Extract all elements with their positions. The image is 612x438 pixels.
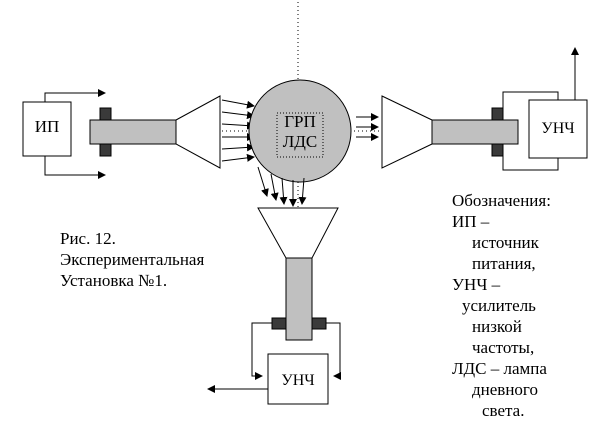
power-source-label: ИП [34,117,60,136]
bottom-amplifier-label: УНЧ [281,372,314,389]
legend-line: частоты, [472,338,535,357]
bottom-amplifier-leads [207,322,341,393]
center-label-lds: ЛДС [283,132,317,151]
legend-line: питания, [472,254,536,273]
caption-line-2: Экспериментальная [60,250,205,269]
legend-line: ЛДС – лампа [452,359,547,378]
bottom-rod [285,257,313,341]
right-clamp-bottom [491,143,504,157]
left-horn [175,95,221,169]
right-clamp-top [491,107,504,121]
center-label-grp: ГРП [284,112,316,131]
legend-line: усилитель [462,296,536,315]
figure-caption: Рис. 12. Экспериментальная Установка №1. [60,228,235,291]
power-source-leads [44,89,106,179]
legend-line: УНЧ – [452,275,501,294]
legend-title: Обозначения: [452,191,551,210]
right-amplifier-label: УНЧ [541,120,574,137]
bottom-horn [257,207,339,259]
right-horn [381,95,433,169]
left-input-arrows [221,99,255,162]
left-clamp-bottom [99,143,112,157]
legend-line: дневного [472,380,538,399]
power-source-box [22,101,72,157]
caption-line-3: Установка №1. [60,271,168,290]
right-rod [431,119,519,145]
legend-line: ИП – [452,212,490,231]
left-rod [89,119,177,145]
caption-line-1: Рис. 12. [60,229,116,248]
legend-line: источник [472,233,539,252]
legend-line: света. [482,401,525,420]
bottom-input-arrows [257,166,307,207]
legend-line: низкой [472,317,522,336]
bottom-clamp-left [271,317,287,330]
right-output-arrows [356,113,379,141]
right-amplifier-leads [502,47,579,171]
center-lamp-frame [276,112,324,158]
legend: Обозначения: ИП – источник питания, УНЧ … [452,190,602,421]
bottom-amplifier-box [267,353,329,405]
left-clamp-top [99,107,112,121]
bottom-clamp-right [311,317,327,330]
